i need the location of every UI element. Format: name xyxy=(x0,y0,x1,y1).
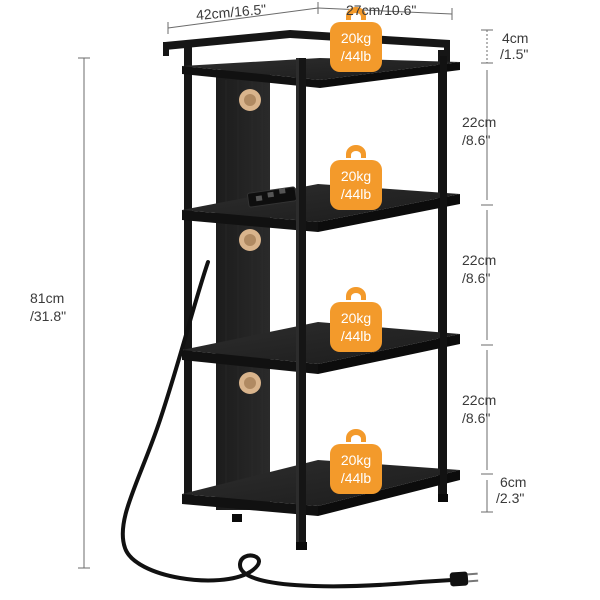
foot-front xyxy=(296,542,307,550)
center-panel xyxy=(216,70,270,510)
cable-hole-3 xyxy=(239,372,261,394)
shelf-1 xyxy=(182,58,460,88)
weight-tag-2-kg: 20kg xyxy=(340,168,372,184)
weight-tag-4-kg: 20kg xyxy=(340,452,372,468)
top-rail-in: /1.5" xyxy=(500,46,529,62)
weight-tag-3-kg: 20kg xyxy=(340,310,372,326)
back-left-post xyxy=(184,44,192,496)
top-rail xyxy=(163,30,450,62)
weight-tag-1-kg: 20kg xyxy=(340,30,372,46)
weight-tag-1 xyxy=(330,7,382,72)
weight-tag-4 xyxy=(330,429,382,494)
total-height-in: /31.8" xyxy=(30,308,67,324)
weight-tag-4-lb: /44lb xyxy=(340,470,372,486)
top-rail-cm: 4cm xyxy=(502,30,529,46)
weight-tag-3-lb: /44lb xyxy=(340,328,372,344)
foot-left xyxy=(232,514,242,522)
shelf-3 xyxy=(182,322,460,374)
power-cord xyxy=(120,260,454,589)
cable-hole-2 xyxy=(239,229,261,251)
shelf-4 xyxy=(182,460,460,516)
total-height-cm: 81cm xyxy=(30,290,65,306)
gap3-cm: 22cm xyxy=(462,392,497,408)
foot-right xyxy=(438,494,448,502)
weight-tag-3 xyxy=(330,287,382,352)
bottom-in: /2.3" xyxy=(496,490,525,506)
gap1-in: /8.6" xyxy=(462,132,491,148)
segment-dimension-lines xyxy=(481,29,493,513)
gap3-in: /8.6" xyxy=(462,410,491,426)
front-left-post xyxy=(296,58,306,546)
depth-label: 27cm/10.6" xyxy=(346,2,417,18)
bottom-cm: 6cm xyxy=(500,474,527,490)
front-right-post xyxy=(440,56,447,500)
weight-tag-2 xyxy=(330,145,382,210)
plug xyxy=(449,571,479,587)
gap1-cm: 22cm xyxy=(462,114,497,130)
weight-tag-2-lb: /44lb xyxy=(340,186,372,202)
weight-tag-1-lb: /44lb xyxy=(340,48,372,64)
cable-hole-1 xyxy=(239,89,261,111)
gap2-in: /8.6" xyxy=(462,270,491,286)
shelf-2 xyxy=(182,184,460,232)
height-dimension-line xyxy=(78,57,90,569)
depth-dimension-line xyxy=(317,7,453,20)
gap2-cm: 22cm xyxy=(462,252,497,268)
